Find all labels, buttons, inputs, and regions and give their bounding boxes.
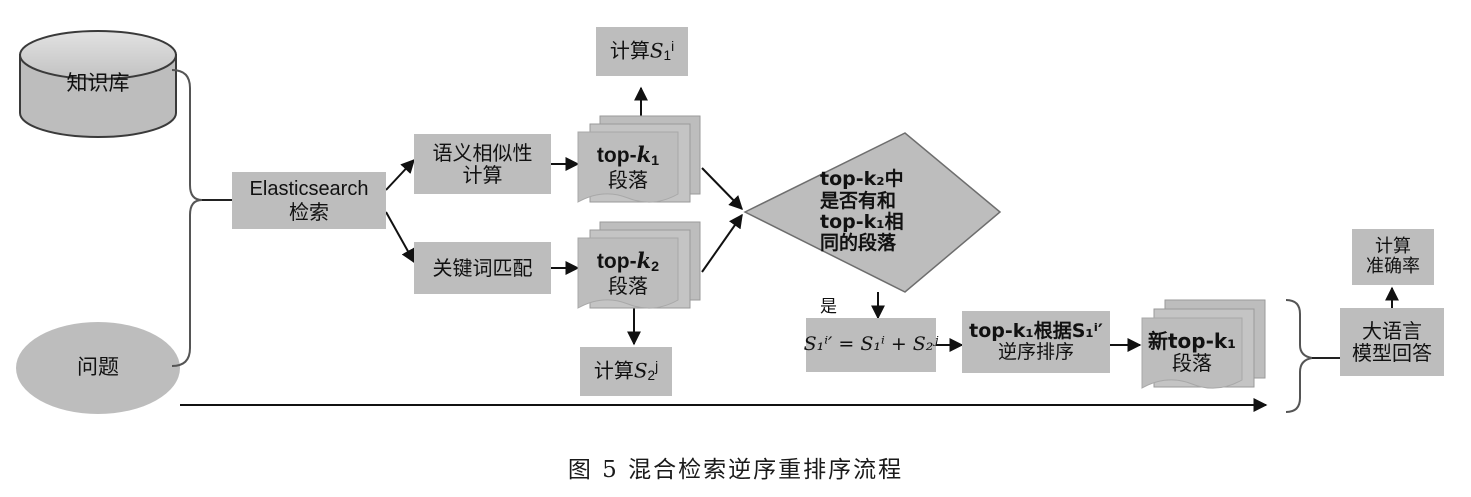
decision-shape — [743, 132, 1002, 293]
new-topk1-document-stack — [1141, 299, 1266, 389]
semantic-similarity-node: 语义相似性 计算 — [414, 134, 551, 194]
figure-caption: 图 5 混合检索逆序重排序流程 — [567, 457, 904, 483]
question-label: 问题 — [77, 355, 119, 380]
compute-s1i-node: 计算S1i — [596, 27, 688, 76]
topk2-document-stack — [577, 221, 701, 309]
new-topk1-node: 新top-k₁ 段落 — [1148, 328, 1236, 375]
decision-node: top-k₂中 是否有和 top-k₁相 同的段落 — [820, 168, 904, 255]
elasticsearch-node: Elasticsearch 检索 — [232, 172, 386, 229]
keyword-match-node: 关键词匹配 — [414, 242, 551, 294]
edge-es-to-keyword — [385, 211, 415, 264]
knowledge-base-label: 知识库 — [66, 71, 130, 96]
compute-accuracy-node: 计算 准确率 — [1352, 229, 1434, 285]
edge-es-to-semantic — [385, 158, 415, 191]
edge-label-decision-yes: 是 — [820, 297, 837, 317]
compute-s2j-node: 计算S2j — [580, 347, 672, 396]
llm-answer-node: 大语言 模型回答 — [1340, 308, 1444, 376]
knowledge-base-shape — [19, 30, 177, 138]
right-brace — [1285, 299, 1313, 413]
edge-topk2-to-decision — [701, 213, 743, 273]
score-formula-node: S₁ⁱ′ = S₁ⁱ + S₂ʲ — [804, 318, 938, 372]
topk1-document-stack — [577, 115, 701, 203]
topk2-paragraphs-node: top-k2 段落 — [596, 247, 660, 298]
question-shape — [16, 322, 180, 414]
topk1-paragraphs-node: top-k1 段落 — [596, 141, 660, 192]
edge-topk1-to-decision — [701, 167, 743, 211]
reorder-node: top-k₁根据S₁ⁱ′ 逆序排序 — [962, 311, 1110, 373]
